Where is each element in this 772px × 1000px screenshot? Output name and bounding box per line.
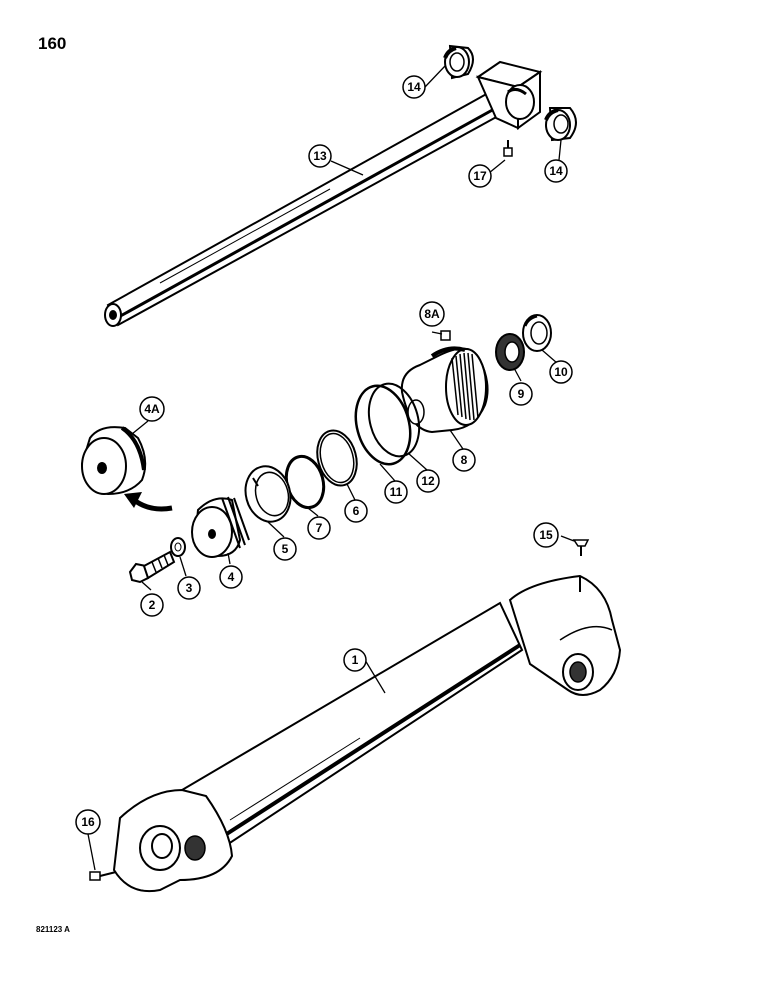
callout-8: 8 bbox=[452, 448, 476, 472]
callout-14-lower: 14 bbox=[544, 159, 568, 183]
callout-13: 13 bbox=[308, 144, 332, 168]
svg-text:7: 7 bbox=[316, 521, 323, 535]
piston bbox=[191, 496, 250, 558]
callout-14-upper: 14 bbox=[402, 75, 426, 99]
svg-text:8: 8 bbox=[461, 453, 468, 467]
callout-4a: 4A bbox=[139, 396, 165, 422]
callout-11: 11 bbox=[384, 480, 408, 504]
wiper-seal bbox=[495, 333, 525, 371]
svg-text:4: 4 bbox=[228, 570, 235, 584]
page-number: 160 bbox=[38, 34, 67, 53]
bolt bbox=[128, 550, 176, 584]
grease-fitting-15 bbox=[572, 539, 590, 556]
document-code: 821123 A bbox=[36, 925, 70, 934]
rod-seal-ring bbox=[522, 314, 552, 352]
cylinder-barrel bbox=[89, 574, 622, 892]
svg-text:8A: 8A bbox=[424, 307, 440, 321]
callout-2: 2 bbox=[140, 593, 164, 617]
svg-text:11: 11 bbox=[390, 485, 403, 499]
callout-10: 10 bbox=[549, 360, 573, 384]
backup-ring-12 bbox=[367, 382, 421, 458]
piston-alternate bbox=[80, 426, 147, 496]
svg-text:13: 13 bbox=[313, 149, 327, 163]
svg-text:5: 5 bbox=[282, 542, 289, 556]
rod-gland bbox=[400, 330, 489, 434]
svg-text:14: 14 bbox=[549, 164, 563, 178]
svg-text:4A: 4A bbox=[144, 402, 160, 416]
callout-12: 12 bbox=[416, 469, 440, 493]
callout-6: 6 bbox=[344, 499, 368, 523]
callout-17: 17 bbox=[468, 164, 492, 188]
backup-ring-6 bbox=[316, 429, 358, 487]
callout-4: 4 bbox=[219, 565, 243, 589]
svg-text:16: 16 bbox=[81, 815, 95, 829]
callout-9: 9 bbox=[509, 382, 533, 406]
svg-text:15: 15 bbox=[539, 528, 553, 542]
svg-text:9: 9 bbox=[518, 387, 525, 401]
piston-rod bbox=[104, 60, 543, 327]
callout-3: 3 bbox=[177, 576, 201, 600]
svg-text:1: 1 bbox=[352, 653, 359, 667]
svg-text:12: 12 bbox=[421, 474, 435, 488]
bushing-lower bbox=[544, 107, 577, 142]
wear-ring-5 bbox=[244, 465, 292, 523]
svg-text:17: 17 bbox=[473, 169, 487, 183]
bushing-upper bbox=[443, 44, 474, 80]
callout-1: 1 bbox=[343, 648, 367, 672]
o-ring-11 bbox=[354, 384, 412, 466]
svg-text:3: 3 bbox=[186, 581, 193, 595]
callout-16: 16 bbox=[75, 809, 101, 835]
callout-5: 5 bbox=[273, 537, 297, 561]
callout-7: 7 bbox=[307, 516, 331, 540]
leader-lines bbox=[87, 65, 575, 871]
callout-8a: 8A bbox=[419, 301, 445, 327]
svg-text:6: 6 bbox=[353, 504, 360, 518]
svg-text:10: 10 bbox=[554, 365, 568, 379]
svg-text:14: 14 bbox=[407, 80, 421, 94]
washer bbox=[170, 537, 186, 557]
callout-15: 15 bbox=[533, 522, 559, 548]
replacement-arrow bbox=[124, 492, 173, 512]
svg-text:2: 2 bbox=[149, 598, 156, 612]
